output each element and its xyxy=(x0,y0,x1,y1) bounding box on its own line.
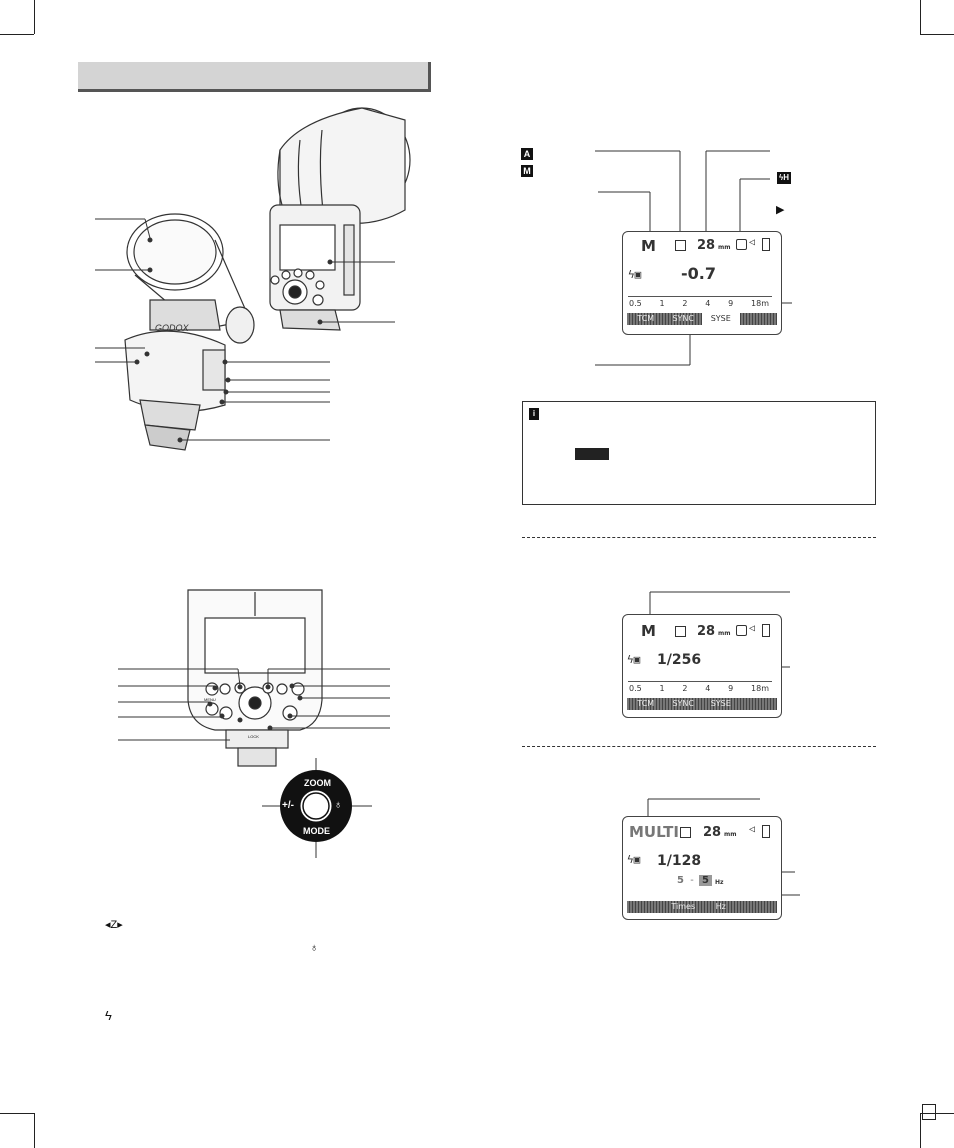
lcd-zoom: 28 xyxy=(697,238,716,253)
distance-scale-line xyxy=(628,681,772,682)
sound-icon: ◁ xyxy=(749,237,756,248)
sound-icon: ◁ xyxy=(749,623,756,634)
callout-lines-lcd1 xyxy=(595,150,792,366)
lcd-screen-multi: MULTI 28 mm ◁ ϟ▣ 1/128 5 - 5 Hz Times Hz xyxy=(622,816,782,920)
lightbulb-icon: ♁ xyxy=(334,799,343,811)
flash-exposure-icon: ϟ▣ xyxy=(627,853,641,866)
mode-m-icon: M xyxy=(521,165,533,177)
crop-mark xyxy=(920,1113,921,1148)
crop-mark xyxy=(34,1113,35,1148)
zoom-label: ZOOM xyxy=(304,778,331,788)
lcd-mode: M xyxy=(641,622,656,640)
tab-syse: SYSE xyxy=(702,313,740,325)
lcd-zoom-unit: mm xyxy=(724,831,737,838)
tab-tcm: TCM xyxy=(637,699,655,708)
lcd-zoom-unit: mm xyxy=(718,244,731,251)
section-divider xyxy=(522,537,876,538)
lcd-tab-bar: Times Hz xyxy=(627,901,777,913)
distance-scale-line xyxy=(628,296,772,297)
tab-syse: SYSE xyxy=(710,699,731,708)
crop-mark xyxy=(920,34,954,35)
brand-logo: GODOX xyxy=(155,323,190,333)
flash-bolt-icon: ϟ xyxy=(105,1008,112,1023)
control-dial-illustration xyxy=(262,758,372,858)
tab-sync: SYNC xyxy=(672,699,695,708)
lightbulb-small-icon: ♁ xyxy=(310,942,319,954)
lcd-ev: -0.7 xyxy=(681,264,716,283)
lcd-freq: 5 xyxy=(699,875,712,886)
lcd-times: 5 xyxy=(677,875,684,886)
sync-icon xyxy=(680,827,691,838)
tab-tcm: TCM xyxy=(637,314,655,323)
crop-mark xyxy=(0,34,34,35)
section-title-bar xyxy=(78,62,431,92)
crop-mark xyxy=(920,0,921,34)
lcd-mode: MULTI xyxy=(629,823,679,841)
lcd-freq-unit: Hz xyxy=(715,879,724,886)
lcd-zoom-unit: mm xyxy=(718,630,731,637)
plus-minus-label: +/- xyxy=(282,800,294,811)
lcd-zoom: 28 xyxy=(697,624,716,639)
lcd-zoom: 28 xyxy=(703,825,722,840)
battery-icon xyxy=(762,624,770,637)
hss-icon: ϟH xyxy=(777,172,791,184)
flash-head-illustration xyxy=(269,107,411,331)
note-highlight xyxy=(575,448,609,460)
note-icon: i xyxy=(529,408,539,420)
crop-mark xyxy=(0,1113,34,1114)
zoom-arrow-icon: ◂Z▸ xyxy=(105,919,123,931)
callout-lines-back xyxy=(118,668,390,741)
flash-body-illustration xyxy=(124,213,255,451)
lcd-power: 1/256 xyxy=(657,652,702,668)
lcd-dash: - xyxy=(689,875,696,886)
lcd-mode: M xyxy=(641,237,656,255)
tab-sync: SYNC xyxy=(672,314,695,323)
wireless-icon xyxy=(736,239,747,250)
note-box: i xyxy=(522,401,876,505)
rear-sync-icon: ▶ xyxy=(776,204,785,216)
battery-icon xyxy=(762,825,770,838)
battery-icon xyxy=(762,238,770,251)
lock-label-small: LOCK xyxy=(248,734,259,739)
wireless-icon xyxy=(736,625,747,636)
mode-label: MODE xyxy=(303,826,330,836)
callout-lines-top xyxy=(95,218,395,443)
sync-icon xyxy=(675,240,686,251)
page-number-box xyxy=(922,1104,936,1120)
lcd-tab-bar: TCM SYNC SYSE xyxy=(627,313,777,325)
menu-label-small: MENU xyxy=(204,697,216,702)
section-divider xyxy=(522,746,876,747)
sound-icon: ◁ xyxy=(749,824,756,835)
flash-exposure-icon: ϟ▣ xyxy=(627,653,641,666)
lcd-tab-bar: TCM SYNC SYSE xyxy=(627,698,777,710)
tab-hz: Hz xyxy=(715,902,726,911)
flash-back-illustration xyxy=(187,589,323,767)
crop-mark xyxy=(34,0,35,34)
sync-icon xyxy=(675,626,686,637)
tab-times: Times xyxy=(671,902,696,911)
crop-mark xyxy=(920,1113,954,1114)
lcd-power: 1/128 xyxy=(657,853,702,869)
mode-a-icon: A xyxy=(521,148,533,160)
flash-exposure-icon: ϟ▣ xyxy=(628,268,642,281)
